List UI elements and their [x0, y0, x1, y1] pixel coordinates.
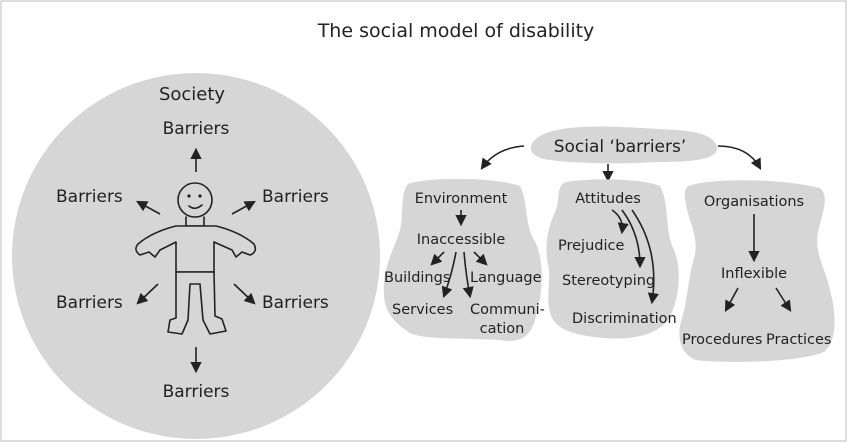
person-figure-icon	[135, 182, 257, 335]
prejudice-label: Prejudice	[558, 238, 624, 254]
barriers-lower-right: Barriers	[262, 293, 329, 313]
barriers-lower-left: Barriers	[56, 293, 123, 313]
social-barriers-heading: Social ‘barriers’	[554, 137, 687, 157]
arrow-upper-right	[231, 200, 256, 215]
arrow-to-prejudice	[611, 209, 629, 235]
arrow-to-practices	[775, 287, 792, 312]
stereotyping-label: Stereotyping	[562, 273, 655, 289]
attitudes-title: Attitudes	[575, 191, 641, 207]
arrow-to-stereotyping	[621, 209, 646, 269]
procedures-label: Procedures	[682, 332, 762, 348]
arrow-to-discrimination	[631, 209, 659, 305]
buildings-label: Buildings	[384, 270, 450, 286]
communication-label-line1: Communi-	[470, 302, 545, 318]
arrow-to-language	[473, 251, 488, 266]
language-label: Language	[470, 270, 542, 286]
arrow-to-services	[441, 251, 457, 299]
environment-blob	[383, 178, 542, 341]
communication-label-line2: cation	[480, 321, 525, 337]
inflexible-label: Inflexible	[721, 266, 787, 282]
arrow-to-buildings	[430, 251, 445, 266]
services-label: Services	[392, 302, 453, 318]
arrow-to-organisations	[717, 145, 762, 170]
barriers-top: Barriers	[163, 119, 230, 139]
barriers-upper-right: Barriers	[262, 187, 329, 207]
practices-label: Practices	[766, 332, 831, 348]
organisations-blob	[679, 180, 835, 362]
organisations-title: Organisations	[704, 194, 804, 210]
social-barriers-blob	[530, 126, 717, 164]
barriers-bottom: Barriers	[163, 382, 230, 402]
diagram-title: The social model of disability	[317, 20, 595, 42]
arrow-to-environment	[480, 145, 525, 170]
discrimination-label: Discrimination	[572, 311, 677, 327]
arrow-lower-left	[136, 283, 159, 305]
attitudes-blob	[546, 179, 679, 339]
barriers-upper-left: Barriers	[56, 187, 123, 207]
arrow-to-communication	[462, 251, 474, 299]
environment-title: Environment	[415, 191, 508, 207]
arrow-lower-right	[233, 283, 256, 305]
society-label: Society	[159, 84, 225, 105]
inaccessible-label: Inaccessible	[417, 232, 506, 248]
arrow-to-procedures	[724, 287, 739, 312]
arrow-upper-left	[136, 200, 161, 215]
